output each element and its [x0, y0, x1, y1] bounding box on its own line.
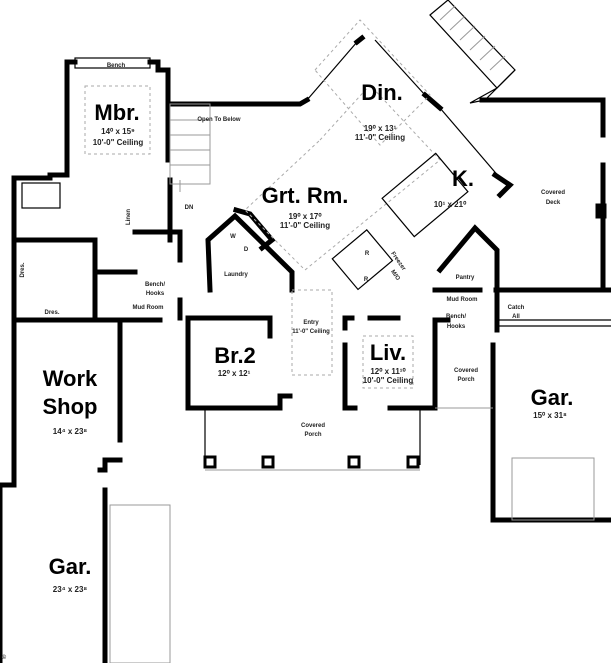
washer-label: W — [230, 234, 236, 240]
room-dims: 15⁰ x 31⁸ — [533, 411, 567, 420]
room-ceiling: 11'-0" Ceiling — [280, 221, 330, 230]
ceiling-outlines — [84, 19, 441, 389]
covered-deck-label-2: Deck — [546, 200, 561, 206]
porch-columns — [203, 455, 420, 469]
bench-hooks-label-right: Bench/ — [446, 314, 466, 320]
room-dims: 23⁴ x 23⁸ — [53, 585, 88, 594]
room-name: Gar. — [531, 385, 574, 410]
laundry-label: Laundry — [224, 272, 248, 278]
room-great-room: Grt. Rm. 19⁰ x 17⁰ 11'-0" Ceiling — [262, 183, 349, 230]
covered-deck-label: Covered — [541, 190, 565, 196]
room-name: Grt. Rm. — [262, 183, 349, 208]
dn-label: DN — [185, 205, 194, 211]
fridge-label-2: R — [364, 277, 369, 283]
room-garage-right: Gar. 15⁰ x 31⁸ — [531, 385, 574, 420]
bench-hooks-label-right-2: Hooks — [447, 324, 466, 330]
room-name: Din. — [361, 80, 403, 105]
exterior-stairs — [429, 0, 516, 104]
bench-hooks-label-2: Hooks — [146, 291, 165, 297]
room-dims: 19⁰ x 13¹ — [364, 124, 397, 133]
room-liv: Liv. 12⁰ x 11¹⁰ 10'-0" Ceiling — [363, 340, 414, 385]
room-name: Work — [43, 366, 98, 391]
room-dims: 19⁰ x 17⁰ — [288, 212, 322, 221]
room-dims: 10¹ x 21⁰ — [434, 200, 467, 209]
room-din: Din. 19⁰ x 13¹ 11'-0" Ceiling — [355, 80, 405, 142]
room-name: Mbr. — [94, 100, 139, 125]
room-ceiling: 11'-0" Ceiling — [355, 133, 405, 142]
room-br2: Br.2 12⁰ x 12¹ — [214, 343, 256, 378]
room-dims: 12⁰ x 11¹⁰ — [370, 367, 406, 376]
covered-porch-label-right: Covered — [454, 368, 478, 374]
room-dims: 14⁰ x 15⁹ — [101, 127, 135, 136]
bench-hooks-label: Bench/ — [145, 282, 165, 288]
room-name: Entry — [303, 320, 319, 326]
dresser-label-2: Dres. — [44, 310, 59, 316]
room-ceiling: 10'-0" Ceiling — [93, 138, 144, 147]
room-mbr: Mbr. 14⁰ x 15⁹ 10'-0" Ceiling — [93, 100, 144, 147]
covered-porch-label-right-2: Porch — [457, 377, 474, 383]
room-name: Liv. — [370, 340, 406, 365]
room-ceiling: 10'-0" Ceiling — [363, 376, 414, 385]
room-name: Br.2 — [214, 343, 256, 368]
room-ceiling: 11'-0" Ceiling — [292, 329, 330, 335]
catch-all-label-2: All — [512, 314, 520, 320]
walls — [0, 34, 611, 663]
catch-all-label: Catch — [508, 305, 525, 311]
dryer-label: D — [244, 247, 249, 253]
bench-label: Bench — [107, 63, 126, 69]
room-kitchen: K. 10¹ x 21⁰ — [434, 166, 474, 209]
pantry-label: Pantry — [456, 275, 475, 281]
linen-label: Linen — [126, 209, 132, 225]
room-entry: Entry 11'-0" Ceiling — [292, 320, 330, 335]
mud-room-label-right: Mud Room — [447, 297, 478, 303]
dresser-label: Dres. — [20, 262, 26, 277]
fridge-label: R — [365, 251, 370, 257]
copyright-mark: © — [2, 654, 7, 661]
room-name: Shop — [43, 394, 98, 419]
room-name: Gar. — [49, 554, 92, 579]
room-garage-left: Gar. 23⁴ x 23⁸ — [49, 554, 92, 594]
microwave-label: M/O — [389, 269, 401, 282]
room-name: K. — [452, 166, 474, 191]
room-dims: 14⁴ x 23⁸ — [53, 427, 88, 436]
room-workshop: Work Shop 14⁴ x 23⁸ — [43, 366, 99, 436]
open-to-below-label: Open To Below — [197, 117, 241, 123]
room-dims: 12⁰ x 12¹ — [218, 369, 251, 378]
covered-porch-label: Covered — [301, 423, 325, 429]
mud-room-label: Mud Room — [133, 305, 164, 311]
covered-porch-label-2: Porch — [304, 432, 321, 438]
fixtures — [21, 152, 469, 291]
